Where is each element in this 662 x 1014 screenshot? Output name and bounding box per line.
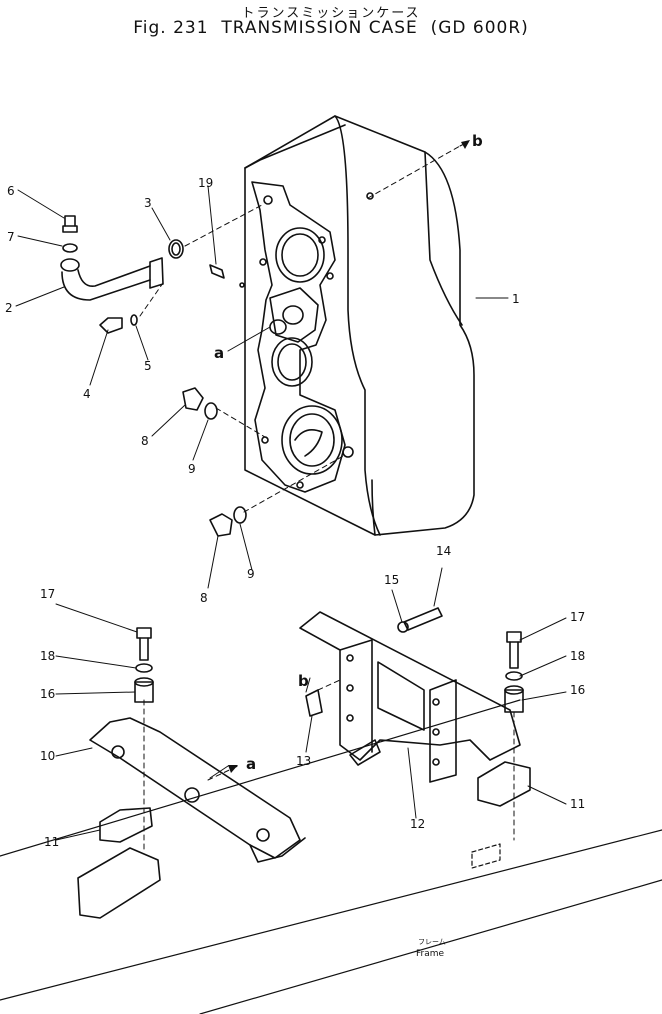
- frame-label-en: Frame: [416, 949, 445, 959]
- o-ring-9-lower: [233, 506, 247, 524]
- callout-15: 15: [384, 573, 399, 587]
- title-japanese: トランスミッションケース: [241, 6, 421, 21]
- arrow-heads: [228, 140, 470, 773]
- small-parts: [99, 239, 443, 633]
- callout-9-lower: 9: [247, 567, 255, 581]
- pin-19: [209, 264, 225, 279]
- frame-label: フレーム Frame: [416, 938, 446, 959]
- washer-15: [397, 621, 409, 633]
- leader-lines: [15, 141, 567, 841]
- ref-a-case: a: [214, 344, 224, 362]
- callout-2: 2: [5, 301, 13, 315]
- callout-16-right: 16: [570, 683, 585, 697]
- callout-8-upper: 8: [141, 434, 149, 448]
- ref-b-bracket: b: [298, 672, 309, 690]
- left-mount: [77, 627, 306, 919]
- figure-title: Fig. 231 TRANSMISSION CASE (GD 600R): [133, 18, 529, 38]
- callout-14: 14: [436, 544, 451, 558]
- callout-5: 5: [144, 359, 152, 373]
- callout-3: 3: [144, 196, 152, 210]
- callout-18-right: 18: [570, 649, 585, 663]
- reference-letters: a a b b: [214, 132, 483, 773]
- callout-18-left: 18: [40, 649, 55, 663]
- o-ring-3: [168, 239, 184, 259]
- assembly-lines: [139, 145, 515, 851]
- callout-11-right: 11: [570, 797, 585, 811]
- callout-12: 12: [410, 817, 425, 831]
- callout-17-left: 17: [40, 587, 55, 601]
- ref-b-case: b: [472, 132, 483, 150]
- callout-17-right: 17: [570, 610, 585, 624]
- callout-19: 19: [198, 176, 213, 190]
- callout-4: 4: [83, 387, 91, 401]
- pipe-assembly: [60, 215, 164, 301]
- plug-8-upper: [182, 387, 204, 411]
- callout-11-left: 11: [44, 835, 59, 849]
- callout-1: 1: [512, 292, 520, 306]
- callout-8-lower: 8: [200, 591, 208, 605]
- frame-label-jp: フレーム: [418, 938, 446, 946]
- callout-16-left: 16: [40, 687, 55, 701]
- callout-numbers: 1 2 3 4 5 6 7 8 8 9 9 10 11 11 12 13 14 …: [5, 176, 585, 849]
- frame-rails: [0, 699, 662, 1014]
- transmission-case-body: [239, 115, 475, 536]
- bolt-4: [99, 317, 123, 334]
- callout-13: 13: [296, 754, 311, 768]
- callout-10: 10: [40, 749, 55, 763]
- right-mount: [477, 631, 531, 807]
- center-bracket: [299, 611, 521, 783]
- plug-8-lower: [209, 513, 233, 537]
- washer-5: [130, 314, 138, 326]
- o-ring-9-upper: [204, 402, 218, 420]
- callout-9-upper: 9: [188, 462, 196, 476]
- bolt-14: [403, 607, 443, 631]
- callout-7: 7: [7, 230, 15, 244]
- callout-6: 6: [7, 184, 15, 198]
- ref-a-bracket: a: [246, 755, 256, 773]
